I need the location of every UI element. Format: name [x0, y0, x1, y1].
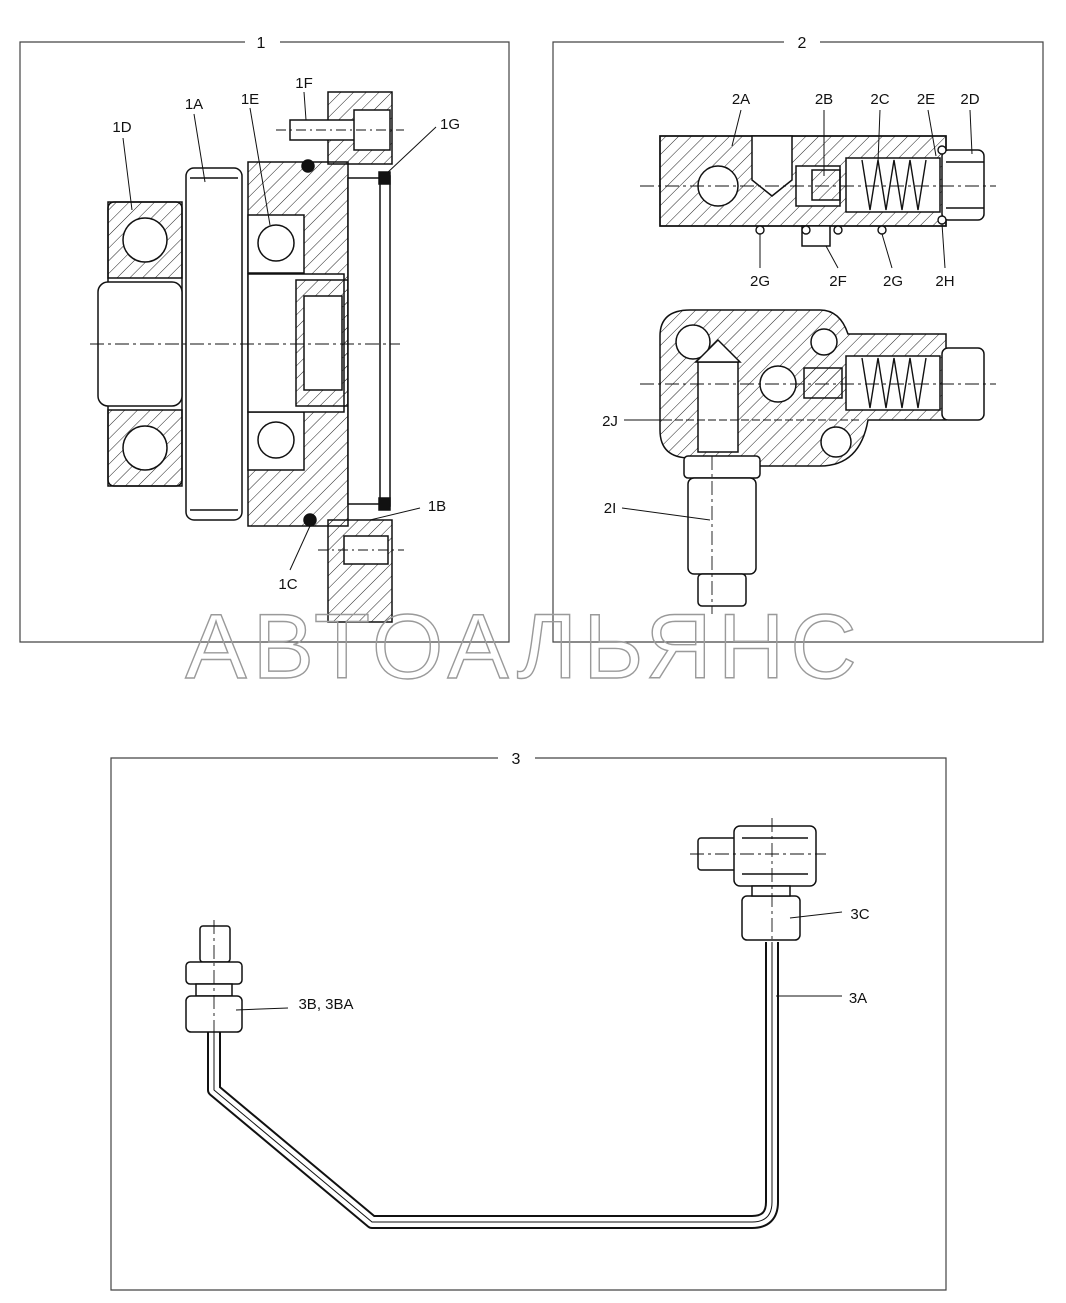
seal-top	[301, 159, 315, 173]
label-1c: 1C	[278, 576, 297, 593]
label-2j: 2J	[602, 413, 618, 430]
seal-bottom	[378, 497, 391, 511]
watermark: АВТОАЛЬЯНС	[185, 596, 863, 698]
label-3c: 3C	[850, 906, 869, 923]
panel-1-frame	[19, 41, 510, 643]
bolt-1f	[276, 109, 404, 151]
panel-1-number: 1	[257, 35, 266, 52]
seal-1g	[378, 171, 391, 185]
label-2e: 2E	[917, 91, 935, 108]
seals-2g-2h	[755, 145, 947, 235]
panel-3-number: 3	[512, 751, 521, 768]
label-1d: 1D	[112, 119, 131, 136]
panel-3-frame	[110, 757, 947, 1291]
spring-2c-top	[861, 159, 927, 211]
label-2h: 2H	[935, 273, 954, 290]
label-1f: 1F	[295, 75, 313, 92]
label-2f: 2F	[829, 273, 847, 290]
label-2g-left: 2G	[750, 273, 770, 290]
label-3a: 3A	[849, 990, 867, 1007]
label-1g: 1G	[440, 116, 460, 133]
label-1e: 1E	[241, 91, 259, 108]
sensor-2i	[683, 455, 761, 614]
panel-3-labels: 3C 3B, 3BA 3A	[298, 906, 869, 1013]
panel-2-frame	[552, 41, 1044, 643]
label-1a: 1A	[185, 96, 203, 113]
panel-2-labels: 2A 2B 2C 2E 2D 2G 2F 2G 2H 2J 2I	[602, 91, 980, 517]
panel-1-leaders	[122, 91, 437, 571]
pipe-3a	[207, 942, 779, 1229]
fitting-3b	[185, 920, 243, 1040]
label-2a: 2A	[732, 91, 750, 108]
fitting-3c	[690, 818, 826, 950]
label-2g-right: 2G	[883, 273, 903, 290]
label-2c: 2C	[870, 91, 889, 108]
seal-1c	[303, 513, 317, 527]
valve-2-bottom	[640, 309, 996, 467]
label-2i: 2I	[604, 500, 617, 517]
spring-2c-bottom	[861, 357, 927, 409]
panel-1-assembly	[90, 91, 404, 623]
valve-2a-top	[640, 135, 996, 247]
panel-3-leaders	[235, 911, 843, 1011]
panel-1-labels: 1D 1A 1E 1F 1G 1B 1C	[112, 75, 460, 593]
label-2d: 2D	[960, 91, 979, 108]
panel-2-leaders	[621, 109, 973, 521]
label-1b: 1B	[428, 498, 446, 515]
label-3b-3ba: 3B, 3BA	[298, 996, 353, 1013]
panel-2-number: 2	[798, 35, 807, 52]
label-2b: 2B	[815, 91, 833, 108]
